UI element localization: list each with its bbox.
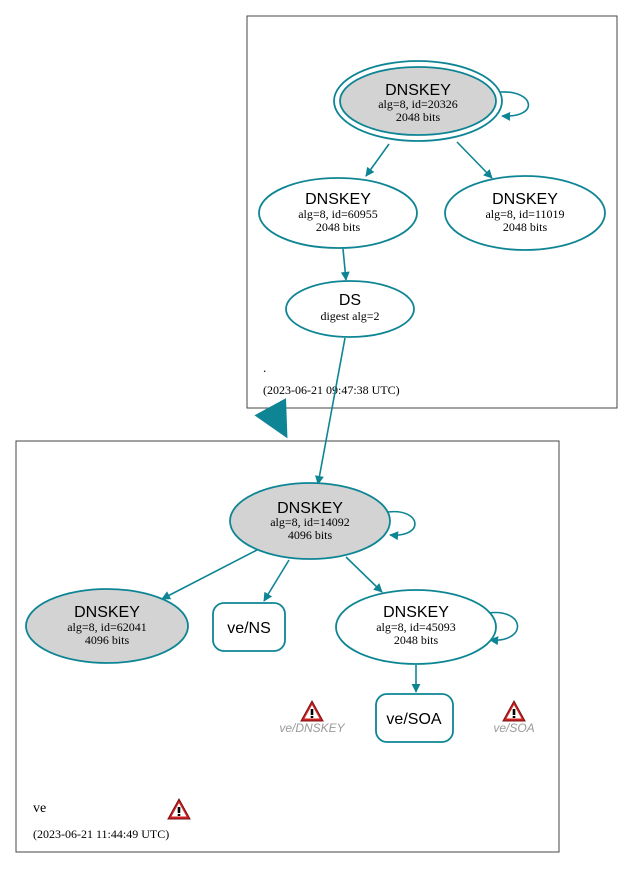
node-62041-bits: 4096 bits bbox=[85, 633, 130, 647]
ve-zone-name: ve bbox=[33, 801, 46, 816]
node-zsk-60955-bits: 2048 bits bbox=[316, 220, 361, 234]
node-ve-ksk-alg: alg=8, id=14092 bbox=[270, 515, 350, 529]
node-ve-soa[interactable]: ve/SOA bbox=[375, 693, 454, 743]
node-ve-key-45093[interactable]: DNSKEY alg=8, id=45093 2048 bits bbox=[335, 589, 497, 665]
delegation-arrow bbox=[254, 398, 288, 439]
node-45093-alg: alg=8, id=45093 bbox=[376, 620, 456, 634]
node-62041-alg: alg=8, id=62041 bbox=[67, 620, 147, 634]
node-zsk-11019-alg: alg=8, id=11019 bbox=[485, 207, 564, 221]
warn-ve-soa[interactable]: ve/SOA bbox=[493, 700, 535, 735]
node-root-ksk[interactable]: DNSKEY alg=8, id=20326 2048 bits bbox=[333, 60, 503, 142]
node-45093-bits: 2048 bits bbox=[394, 633, 439, 647]
edge-ve-ksk-to-45093 bbox=[345, 556, 383, 593]
node-ve-ksk-title: DNSKEY bbox=[277, 500, 343, 517]
node-root-zsk-60955[interactable]: DNSKEY alg=8, id=60955 2048 bits bbox=[258, 177, 418, 249]
node-ve-ksk-14092[interactable]: DNSKEY alg=8, id=14092 4096 bits bbox=[229, 482, 391, 560]
warn-ve-dnskey-label: ve/DNSKEY bbox=[279, 721, 345, 735]
node-ds-digest: digest alg=2 bbox=[320, 309, 379, 323]
node-zsk-60955-alg: alg=8, id=60955 bbox=[298, 207, 378, 221]
edge-ds-to-ve-ksk bbox=[315, 337, 346, 485]
edge-ve-ksk-to-ns bbox=[263, 559, 290, 602]
edge-45093-selfsig bbox=[487, 611, 519, 646]
node-62041-title: DNSKEY bbox=[74, 604, 140, 621]
root-zone-timestamp: (2023-06-21 09:47:38 UTC) bbox=[263, 383, 400, 397]
node-root-ksk-alg: alg=8, id=20326 bbox=[378, 97, 458, 111]
node-ve-key-62041[interactable]: DNSKEY alg=8, id=62041 4096 bits bbox=[25, 588, 189, 664]
edge-ksk-to-zsk1 bbox=[365, 143, 390, 177]
warn-ve-soa-label: ve/SOA bbox=[493, 721, 534, 735]
node-root-zsk-11019[interactable]: DNSKEY alg=8, id=11019 2048 bits bbox=[444, 175, 606, 251]
node-45093-title: DNSKEY bbox=[383, 604, 449, 621]
node-root-ksk-bits: 2048 bits bbox=[396, 110, 441, 124]
edge-ve-ksk-to-62041 bbox=[161, 549, 258, 600]
node-zsk-60955-title: DNSKEY bbox=[305, 191, 371, 208]
node-ve-soa-label: ve/SOA bbox=[386, 711, 441, 728]
node-root-ksk-title: DNSKEY bbox=[385, 82, 451, 99]
node-ds[interactable]: DS digest alg=2 bbox=[285, 280, 415, 338]
node-ve-ns[interactable]: ve/NS bbox=[212, 602, 286, 652]
node-zsk-11019-title: DNSKEY bbox=[492, 191, 558, 208]
edge-ksk-to-zsk2 bbox=[456, 141, 493, 179]
warn-ve-dnskey[interactable]: ve/DNSKEY bbox=[279, 700, 346, 735]
edge-zsk1-to-ds bbox=[340, 248, 350, 281]
node-ve-ns-label: ve/NS bbox=[227, 620, 271, 637]
node-ve-ksk-bits: 4096 bits bbox=[288, 528, 333, 542]
node-ds-title: DS bbox=[339, 292, 361, 309]
ve-zone-timestamp: (2023-06-21 11:44:49 UTC) bbox=[33, 827, 169, 841]
edge-ksk-selfsig bbox=[499, 91, 530, 121]
node-zsk-11019-bits: 2048 bits bbox=[503, 220, 548, 234]
root-zone-name: . bbox=[263, 360, 266, 375]
edge-ve-ksk-selfsig bbox=[387, 510, 416, 541]
